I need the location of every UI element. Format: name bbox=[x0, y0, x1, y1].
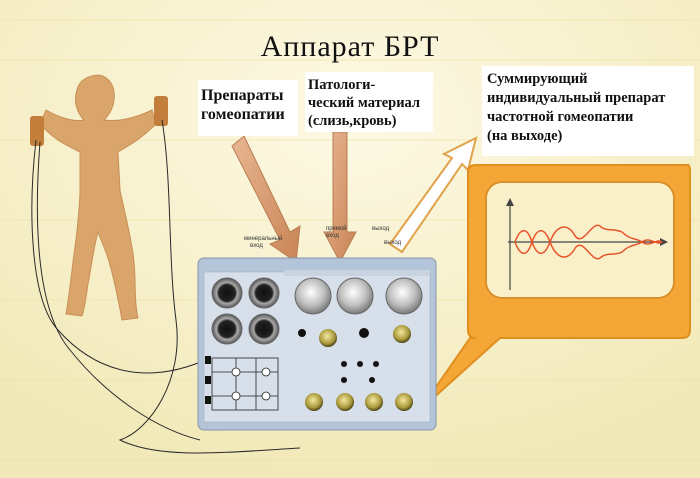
device-sockets bbox=[211, 277, 280, 345]
arrow-pathological bbox=[323, 131, 357, 264]
device-large-knobs bbox=[294, 277, 423, 315]
device-switches bbox=[298, 328, 379, 383]
label-pathological: Патологи- ческий материал (слизь,кровь) bbox=[305, 72, 433, 132]
label-summary-output: Суммирующий индивидуальный препарат част… bbox=[482, 66, 694, 156]
device-label-direct: прямой вход bbox=[326, 226, 347, 239]
device-circuit bbox=[211, 357, 279, 411]
brt-device bbox=[197, 257, 437, 431]
output-panel bbox=[419, 164, 691, 411]
page-title: Аппарат БРТ bbox=[260, 30, 440, 63]
human-silhouette-icon bbox=[30, 74, 168, 321]
arrow-output bbox=[388, 136, 478, 254]
device-jacks bbox=[205, 356, 211, 404]
hand-electrode-icon bbox=[154, 96, 168, 126]
label-homeopathy: Препараты гомеопатии bbox=[198, 80, 298, 136]
arrow-homeopathy bbox=[231, 135, 301, 263]
electrode-wires bbox=[31, 119, 301, 454]
hand-electrode-icon bbox=[30, 116, 44, 146]
device-label-mineral: минеральный вход bbox=[244, 236, 283, 249]
device-small-knobs bbox=[305, 325, 413, 411]
device-label-output-2: выход bbox=[384, 240, 402, 246]
device-label-output: выход bbox=[372, 226, 390, 232]
wave-signal bbox=[514, 224, 663, 254]
